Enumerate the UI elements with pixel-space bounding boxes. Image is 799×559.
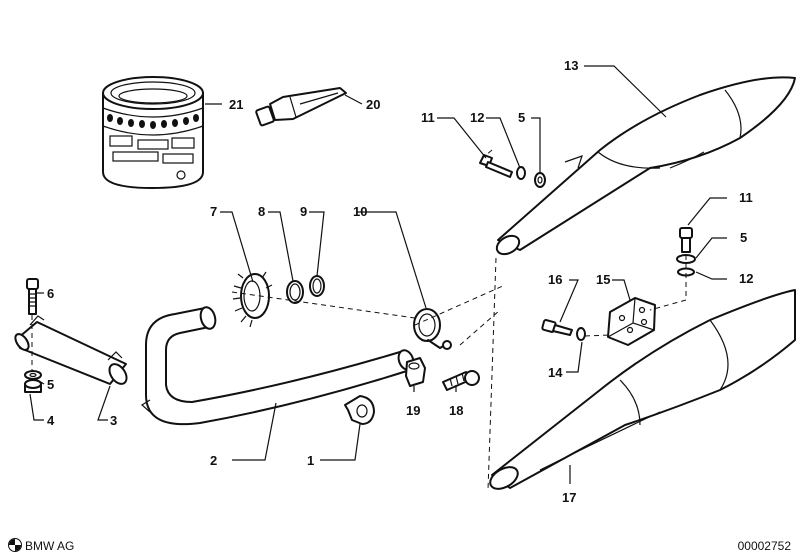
callout-12-upper: 12 [470, 110, 484, 125]
part-11-bolt-upper [479, 154, 513, 178]
part-5-washer-left [24, 370, 42, 380]
bmw-logo-icon [8, 538, 22, 552]
leader-lines [29, 65, 727, 484]
part-16-bolt [541, 319, 573, 336]
part-14-washer [576, 327, 586, 341]
part-17-silencer-lower [489, 289, 796, 490]
part-11-bolt-right [679, 227, 693, 253]
part-18-bolt [442, 370, 480, 391]
callout-5-upper: 5 [518, 110, 525, 125]
callout-11-upper: 11 [421, 110, 435, 125]
part-5-washer-upper [534, 172, 546, 188]
callout-2: 2 [210, 453, 217, 468]
part-21-tin [102, 76, 204, 189]
part-20-tube [255, 87, 347, 127]
callout-9-visible: 9 [300, 204, 307, 219]
callout-19: 19 [406, 403, 420, 418]
part-10-clamp [413, 308, 452, 350]
callout-8: 8 [258, 204, 265, 219]
part-4-nut [24, 379, 42, 393]
copyright-notice: BMW AG [8, 538, 74, 553]
callout-5-right: 5 [740, 230, 747, 245]
callout-11-right: 11 [739, 190, 753, 205]
part-15-bracket [607, 297, 656, 346]
part-12-washer-upper [516, 166, 526, 180]
callout-18: 18 [449, 403, 463, 418]
callout-15: 15 [596, 272, 610, 287]
callout-1: 1 [307, 453, 314, 468]
part-8-ring [286, 280, 304, 304]
part-1-clip [344, 395, 375, 425]
callout-17: 17 [562, 490, 576, 505]
callout-14: 14 [548, 365, 563, 380]
part-2-exhaust-pipe [140, 306, 415, 426]
part-6-bolt [26, 278, 39, 315]
callout-5-left: 5 [47, 377, 54, 392]
callout-labels: 21 20 13 11 12 5 11 5 12 7 8 9 10 6 5 4 … [47, 58, 753, 505]
part-7-gasket [232, 271, 273, 328]
callout-20: 20 [366, 97, 380, 112]
callout-7: 7 [210, 204, 217, 219]
document-id: 00002752 [737, 539, 791, 553]
callout-4: 4 [47, 413, 55, 428]
copyright-text: BMW AG [25, 539, 75, 553]
callout-12-right: 12 [739, 271, 753, 286]
callout-10-visible: 10 [353, 204, 367, 219]
part-3-bracket-pipe [14, 315, 128, 385]
part-19-nut [405, 357, 426, 387]
part-13-silencer-upper [495, 76, 796, 256]
callout-13: 13 [564, 58, 578, 73]
assembly-lines [31, 149, 687, 491]
part-9-ring [309, 275, 325, 297]
callout-16: 16 [548, 272, 562, 287]
callout-21: 21 [229, 97, 243, 112]
callout-6: 6 [47, 286, 54, 301]
callout-3: 3 [110, 413, 117, 428]
